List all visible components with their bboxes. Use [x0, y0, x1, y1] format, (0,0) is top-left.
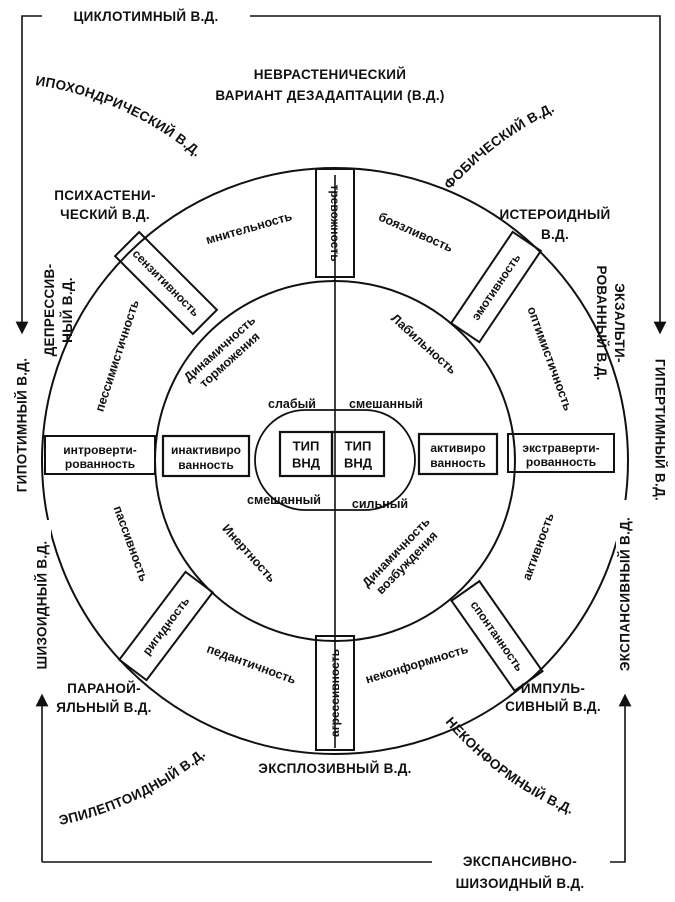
ring-passivity: пассивность	[111, 504, 151, 584]
label-cyclothymic: ЦИКЛОТИМНЫЙ В.Д.	[73, 9, 218, 24]
ring-optimism: оптимистичность	[524, 305, 575, 413]
core-mixed-bottom: смешанный	[247, 493, 321, 507]
core-type-left-l2: ВНД	[292, 456, 321, 471]
core-type-left: ТИП ВНД	[278, 430, 334, 478]
box-activated-l2: ванность	[430, 456, 486, 470]
box-extraversion: экстраверти- рованность	[507, 433, 615, 473]
box-extraversion-l2: рованность	[526, 455, 596, 469]
label-hypochondriac: ИПОХОНДРИЧЕСКИЙ В.Д.	[35, 73, 205, 160]
label-psychasthenic-l2: ЧЕСКИЙ В.Д.	[60, 207, 150, 222]
label-epileptoid: ЭПИЛЕПТОИДНЫЙ В.Д.	[57, 746, 208, 828]
label-paranoial-l2: ЯЛЬНЫЙ В.Д.	[56, 700, 151, 715]
label-hyperthymic: ГИПЕРТИМНЫЙ В.Д.	[653, 359, 668, 501]
label-hysteroid-l1: ИСТЕРОИДНЫЙ	[500, 207, 611, 222]
label-phobic: ФОБИЧЕСКИЙ В.Д.	[441, 100, 557, 192]
ring-fearfulness: боязливость	[376, 210, 455, 255]
inner-excitation: Динамичность возбуждения	[359, 515, 440, 598]
box-anxiety-label: тревожность	[328, 184, 342, 261]
box-aggressiveness: агрессивность	[315, 635, 355, 751]
box-spontaneity: спонтанность	[450, 579, 544, 693]
label-neurasthenic-l2: ВАРИАНТ ДЕЗАДАПТАЦИИ (В.Д.)	[215, 88, 444, 103]
label-expansive: ЭКСПАНСИВНЫЙ В.Д.	[618, 517, 633, 671]
core-mixed-top: смешанный	[349, 397, 423, 411]
label-expansive-schizoid-l1: ЭКСПАНСИВНО-	[463, 854, 577, 869]
label-psychasthenic-l1: ПСИХАСТЕНИ-	[54, 188, 156, 203]
box-introversion-l1: интроверти-	[63, 443, 136, 457]
label-explosive: ЭКСПЛОЗИВНЫЙ В.Д.	[258, 761, 411, 776]
label-depressive: ДЕПРЕССИВ- НЫЙ В.Д.	[42, 264, 75, 357]
label-exalted-l1: ЭКЗАЛЬТИ-	[612, 283, 627, 363]
label-impulsive-l2: СИВНЫЙ В.Д.	[505, 699, 601, 714]
label-depressive-l2: НЫЙ В.Д.	[60, 277, 75, 343]
label-neurasthenic-l1: НЕВРАСТЕНИЧЕСКИЙ	[254, 67, 407, 82]
label-exalted: ЭКЗАЛЬТИ- РОВАННЫЙ В.Д.	[594, 265, 627, 380]
core-strong: сильный	[352, 497, 408, 511]
core-type-left-l1: ТИП	[293, 439, 320, 454]
ring-pedantry: педантичность	[205, 642, 298, 687]
label-paranoial-l1: ПАРАНОЙ-	[67, 681, 141, 696]
box-aggressiveness-label: агрессивность	[328, 649, 342, 737]
box-activated: активиро ванность	[417, 432, 499, 476]
box-sensitivity-label: сензитивность	[130, 247, 203, 320]
ring-activity: активность	[520, 511, 557, 582]
core-type-right-l2: ВНД	[344, 456, 373, 471]
label-nonconformist: НЕКОНФОРМНЫЙ В.Д.	[443, 714, 576, 817]
frame-lines	[15, 15, 667, 863]
box-activated-l1: активиро	[430, 441, 485, 455]
box-extraversion-l1: экстраверти-	[522, 441, 599, 455]
label-depressive-l1: ДЕПРЕССИВ-	[42, 264, 57, 357]
ring-suspiciousness: мнительность	[204, 209, 294, 247]
label-hysteroid-l2: В.Д.	[541, 227, 569, 242]
box-emotivity: эмотивность	[449, 230, 543, 344]
box-emotivity-label: эмотивность	[469, 251, 524, 323]
box-inactivated-l1: инактивиро	[171, 443, 241, 457]
label-hypothymic: ГИПОТИМНЫЙ В.Д.	[15, 358, 30, 493]
ring-pessimism: пессимистичность	[93, 298, 142, 414]
box-anxiety: тревожность	[315, 168, 355, 278]
box-inactivated: инактивиро ванность	[161, 434, 251, 478]
inner-inertness: Инертность	[219, 522, 278, 586]
core-type-right-l1: ТИП	[345, 439, 372, 454]
label-exalted-l2: РОВАННЫЙ В.Д.	[594, 265, 609, 380]
label-impulsive-l1: ИМПУЛЬ-	[521, 681, 585, 696]
box-introversion: интроверти- рованность	[44, 435, 156, 475]
label-schizoid: ШИЗОИДНЫЙ В.Д.	[35, 541, 50, 670]
core-type-right: ТИП ВНД	[330, 430, 386, 478]
box-introversion-l2: рованность	[65, 457, 135, 471]
inner-inhibition: Динамичность торможения	[181, 313, 262, 391]
core-weak: слабый	[268, 397, 316, 411]
label-expansive-schizoid-l2: ШИЗОИДНЫЙ В.Д.	[456, 876, 585, 891]
box-rigidity-label: ригидность	[140, 594, 193, 658]
ring-nonconformity: неконформность	[364, 642, 470, 687]
box-inactivated-l2: ванность	[178, 458, 234, 472]
box-rigidity: ригидность	[117, 570, 215, 682]
